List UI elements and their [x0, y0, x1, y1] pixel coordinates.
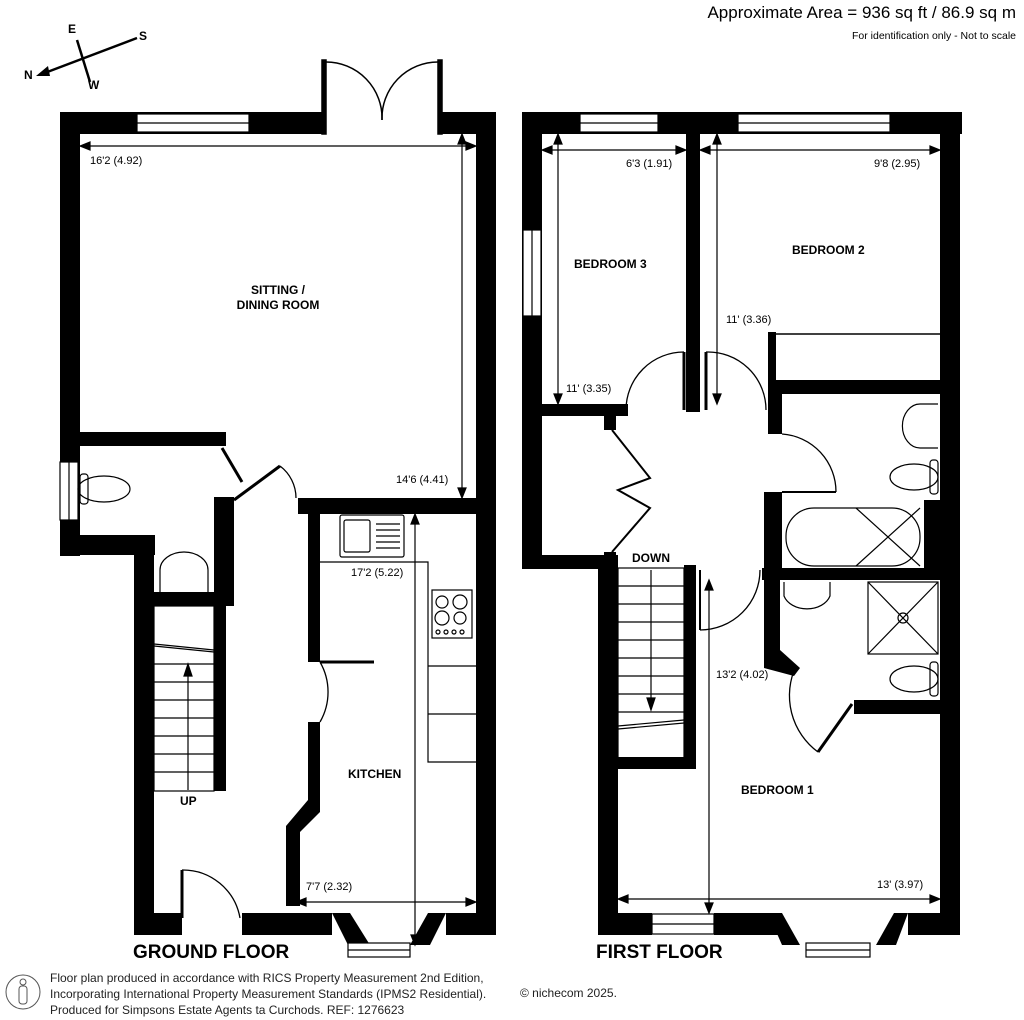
ground-dimension-lines: [78, 132, 478, 947]
first-floor-label: FIRST FLOOR: [596, 942, 723, 963]
room-bedroom-1: BEDROOM 1: [741, 783, 814, 797]
dim-kitchen-width: 7'7 (2.32): [306, 881, 353, 893]
dim-bed3-depth: 11' (3.35): [566, 383, 612, 395]
room-sitting-dining: SITTING / DINING ROOM: [218, 283, 338, 313]
compass-south: S: [139, 29, 148, 43]
dim-bed3-width: 6'3 (1.91): [626, 158, 673, 170]
first-floor-walls: [522, 112, 962, 945]
first-floor-windows: [522, 113, 891, 958]
bathroom-fittings: [783, 403, 939, 697]
copyright: © nichecom 2025.: [520, 986, 617, 1000]
disclaimer: For identification only - Not to scale: [852, 30, 1016, 42]
ground-floor-doors: [180, 447, 374, 919]
footer-line-1: Floor plan produced in accordance with R…: [50, 971, 484, 985]
ground-floor-label: GROUND FLOOR: [133, 942, 290, 963]
dim-sitting-width: 16'2 (4.92): [90, 155, 143, 167]
french-doors: [321, 59, 443, 135]
dim-sitting-depth: 14'6 (4.41): [396, 474, 449, 486]
ground-wc-fittings: [77, 473, 209, 592]
compass-east: E: [68, 22, 77, 36]
ground-floor-windows: [59, 113, 411, 958]
stairs-up-label: UP: [180, 794, 197, 808]
stairs-up: [153, 605, 215, 792]
footer-notes: Floor plan produced in accordance with R…: [50, 970, 486, 1018]
dim-kitchen-depth: 17'2 (5.22): [351, 567, 404, 579]
stairs-down-label: DOWN: [632, 551, 670, 565]
footer-line-2: Incorporating International Property Mea…: [50, 987, 487, 1001]
kitchen-fittings: [320, 514, 476, 763]
room-kitchen: KITCHEN: [348, 767, 402, 781]
room-sitting-line2: DINING ROOM: [236, 298, 320, 312]
dim-bed2-width: 9'8 (2.95): [874, 158, 921, 170]
person-icon: [5, 974, 41, 1010]
compass-arrow-icon: [36, 36, 138, 83]
ground-floor-walls: [60, 112, 496, 945]
room-bedroom-3: BEDROOM 3: [574, 257, 647, 271]
stairs-down: [617, 567, 685, 759]
room-sitting-line1: SITTING /: [251, 283, 305, 297]
dim-bed1-depth: 13'2 (4.02): [716, 669, 769, 681]
dim-bed2-depth: 11' (3.36): [726, 314, 772, 326]
footer-line-3: Produced for Simpsons Estate Agents ta C…: [50, 1003, 405, 1017]
compass-west: W: [88, 78, 100, 92]
dim-bed1-width: 13' (3.97): [877, 879, 924, 891]
compass-north: N: [24, 68, 33, 82]
first-dimension-lines: [540, 132, 942, 915]
approximate-area: Approximate Area = 936 sq ft / 86.9 sq m: [707, 3, 1016, 22]
room-bedroom-2: BEDROOM 2: [792, 243, 865, 257]
